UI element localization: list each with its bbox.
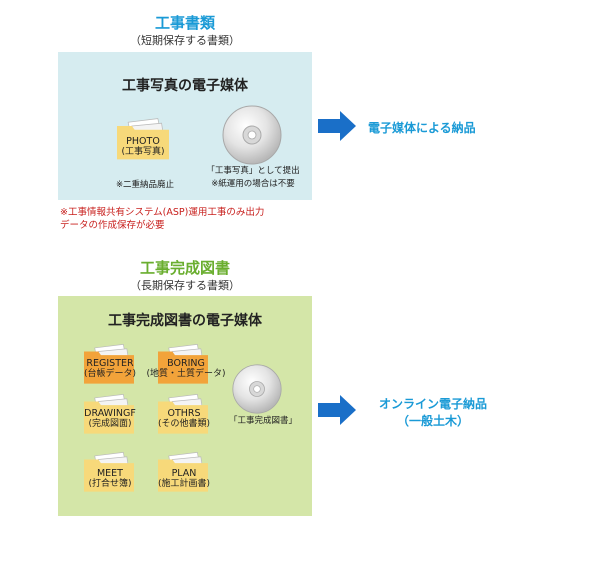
- othrs-folder-name: OTHRS: [167, 408, 201, 419]
- top-arrow-label: 電子媒体による納品: [368, 121, 476, 135]
- plan-folder-sub: (施工計画書): [157, 479, 211, 489]
- red-note: ※工事情報共有システム(ASP)運用工事のみ出力 データの作成保存が必要: [60, 206, 320, 232]
- photo-folder-note: ※二重納品廃止: [115, 180, 175, 190]
- top-heading: 工事書類: [154, 14, 215, 32]
- othrs-folder-sub: (その他書類): [157, 419, 211, 429]
- photo-folder-name: PHOTO: [126, 136, 160, 147]
- boring-folder-label: BORING (地質・土質データ): [138, 358, 234, 380]
- drawingf-folder-label: DRAWINGF (完成図面): [70, 408, 150, 430]
- red-note-line-2: データの作成保存が必要: [60, 220, 165, 231]
- top-panel-title: 工事写真の電子媒体: [122, 78, 248, 94]
- bottom-arrow-label-2: （一般土木）: [396, 414, 469, 428]
- bottom-subheading: （長期保存する書類）: [130, 279, 240, 292]
- meet-folder-sub: (打合せ簿): [88, 479, 132, 489]
- bottom-panel: 工事完成図書の電子媒体 REGISTER (台帳データ) BORING (地質・…: [58, 296, 312, 516]
- register-folder-sub: (台帳データ): [83, 369, 137, 379]
- cd-note-1: 「工事写真」として提出: [206, 166, 300, 176]
- red-note-line-1: ※工事情報共有システム(ASP)運用工事のみ出力: [60, 207, 265, 218]
- arrow-right-icon-bottom: [318, 395, 356, 425]
- drawingf-folder-name: DRAWINGF: [84, 408, 136, 419]
- boring-folder-name: BORING: [167, 358, 205, 369]
- plan-folder-label: PLAN (施工計画書): [144, 468, 224, 490]
- cd-icon-bottom: [232, 364, 282, 414]
- plan-folder-name: PLAN: [171, 468, 197, 479]
- bottom-heading: 工事完成図書: [139, 259, 230, 277]
- register-folder-label: REGISTER (台帳データ): [70, 358, 150, 380]
- top-subheading: （短期保存する書類）: [130, 34, 240, 47]
- cd-icon: [222, 105, 282, 165]
- meet-folder-name: MEET: [96, 468, 123, 479]
- bottom-arrow-label-1: オンライン電子納品: [378, 397, 487, 411]
- photo-folder-label: PHOTO (工事写真): [102, 136, 184, 158]
- boring-folder-sub: (地質・土質データ): [146, 369, 226, 379]
- othrs-folder-label: OTHRS (その他書類): [144, 408, 224, 430]
- photo-folder-sub: (工事写真): [121, 147, 165, 157]
- drawingf-folder-sub: (完成図面): [88, 419, 132, 429]
- bottom-panel-title: 工事完成図書の電子媒体: [108, 313, 262, 329]
- meet-folder-label: MEET (打合せ簿): [70, 468, 150, 490]
- top-panel: 工事写真の電子媒体 PHOTO (工事写真) ※二重納品廃止 「工事写真」として…: [58, 52, 312, 200]
- cd-note-bottom: 「工事完成図書」: [228, 416, 297, 426]
- cd-note-2: ※紙運用の場合は不要: [211, 179, 295, 189]
- arrow-right-icon-top: [318, 111, 356, 141]
- register-folder-name: REGISTER: [86, 358, 134, 369]
